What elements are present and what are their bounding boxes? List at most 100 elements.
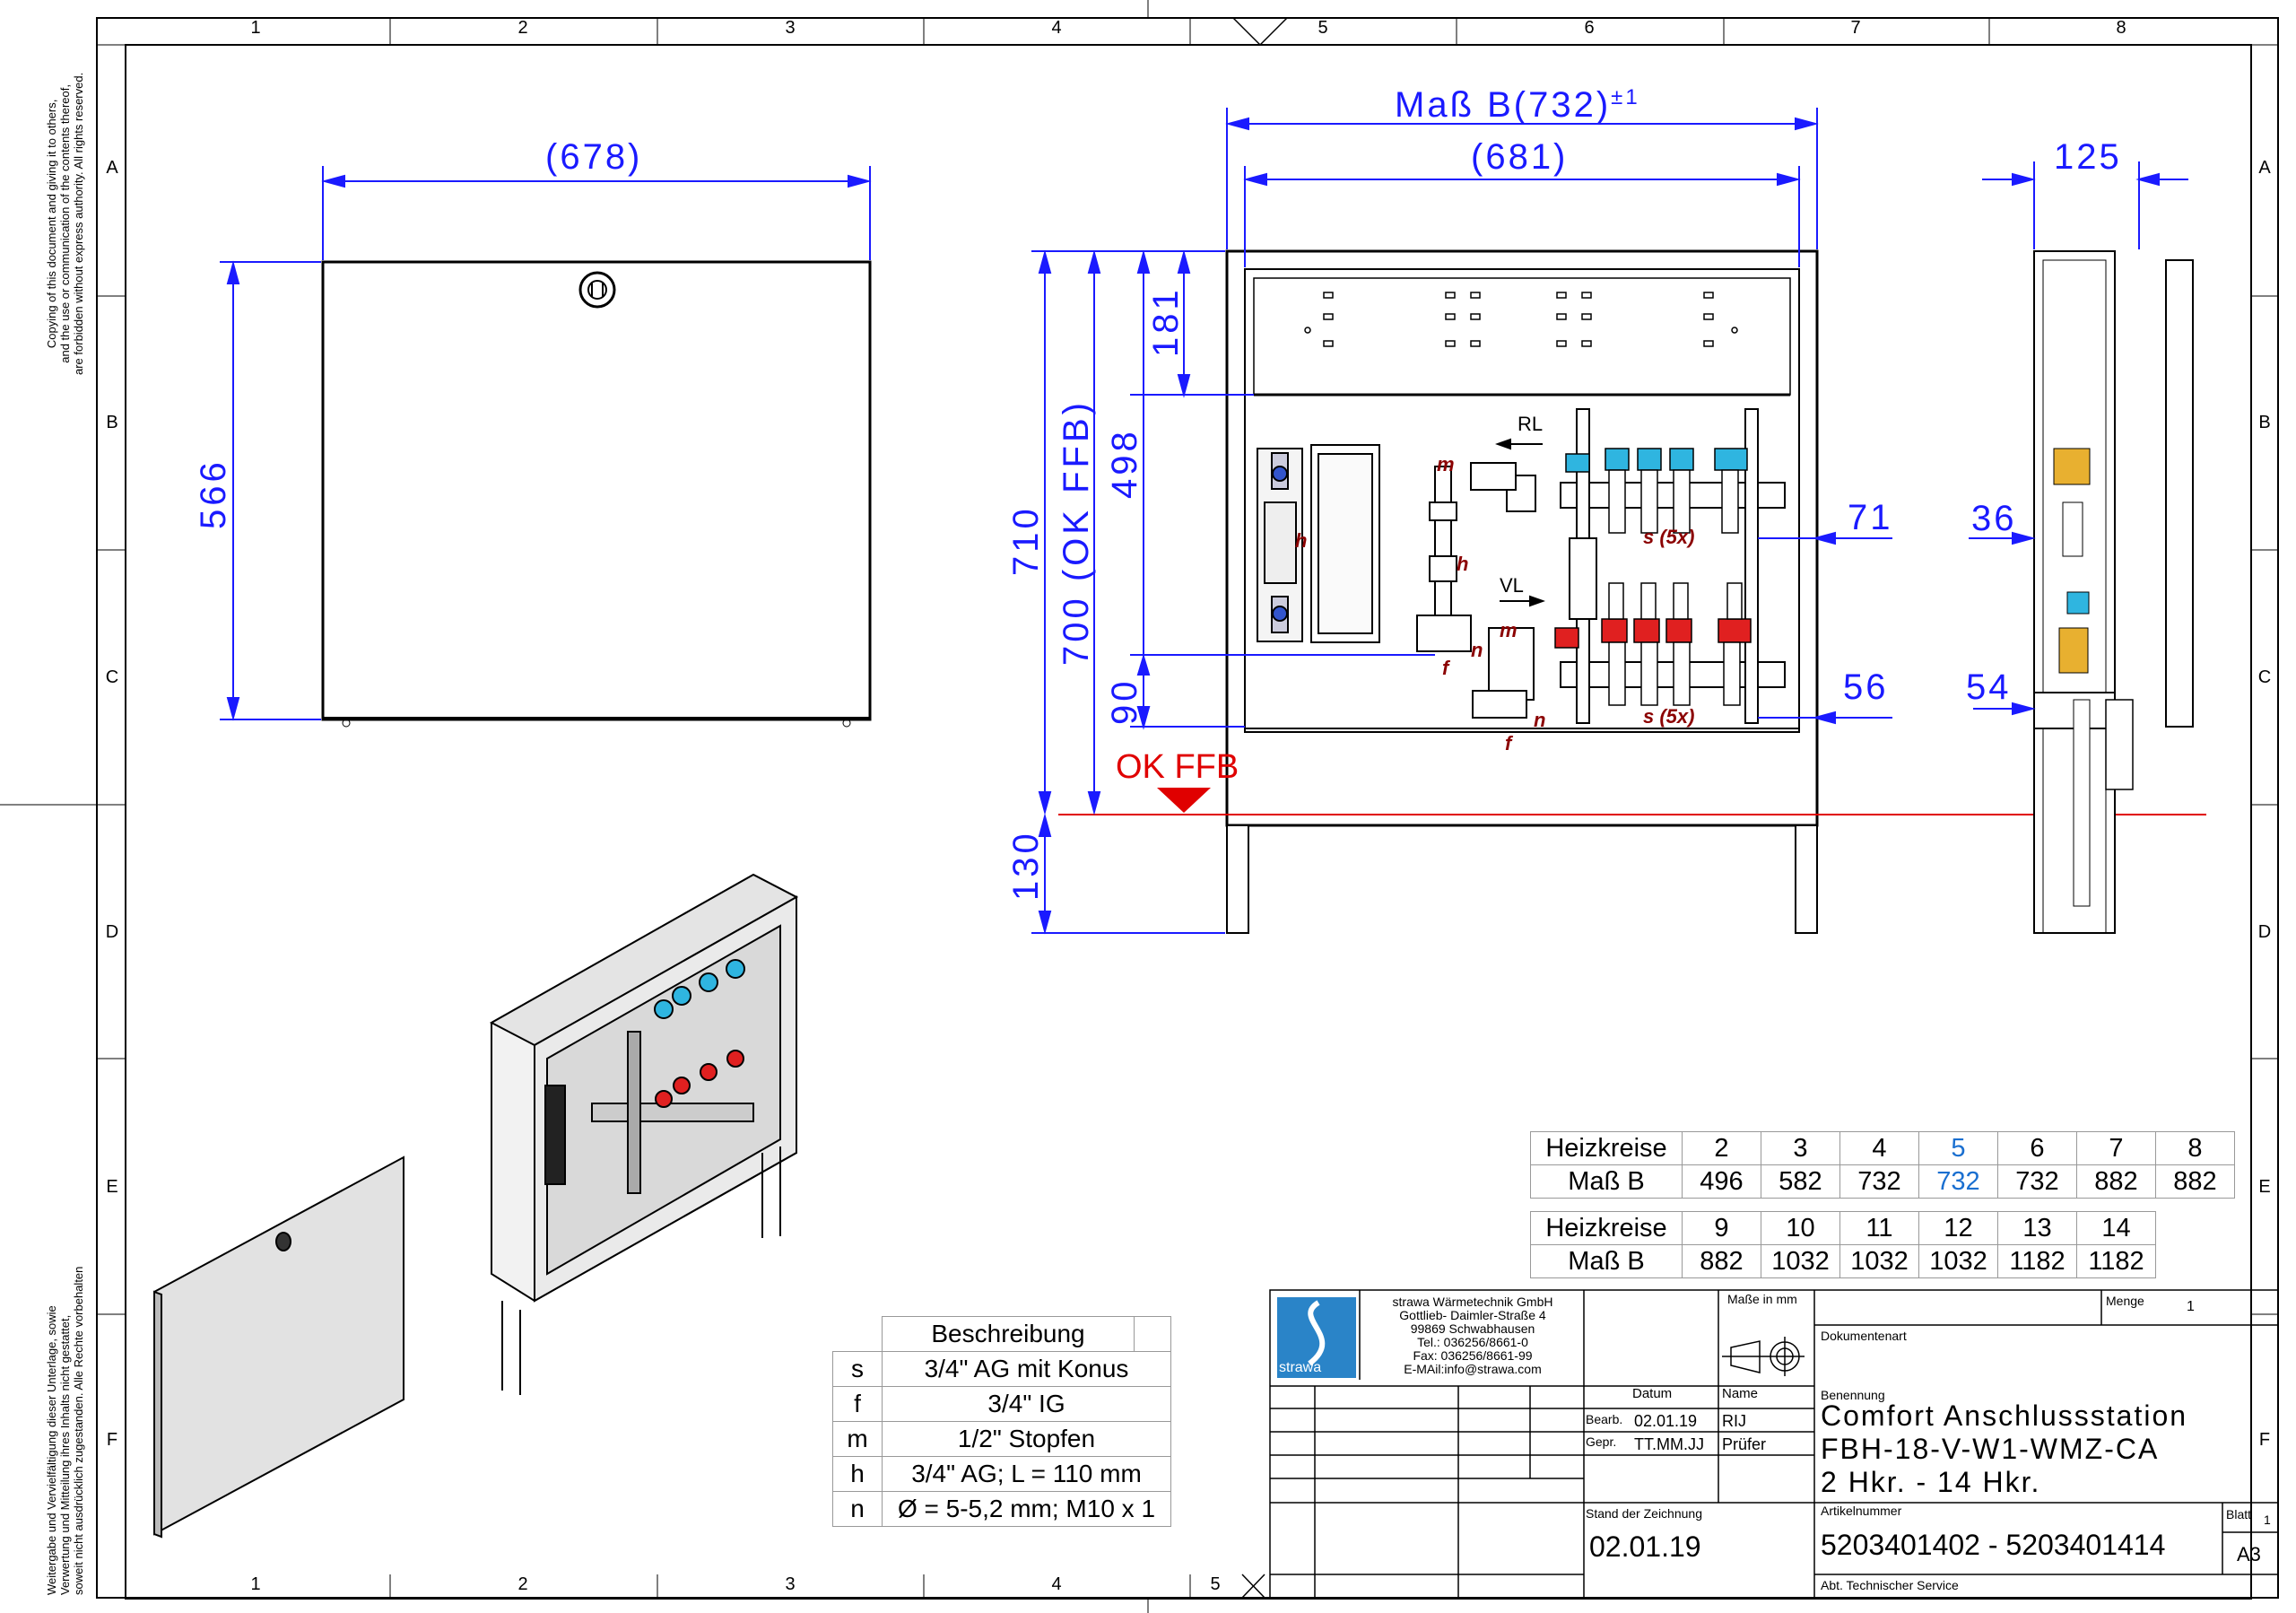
company-address: strawa Wärmetechnik GmbH Gottlieb- Daiml… xyxy=(1392,1295,1553,1376)
table-cell: 14 xyxy=(2076,1211,2156,1245)
grid-col-bottom-4: 4 xyxy=(1051,1574,1062,1594)
grid-row-c: C xyxy=(105,667,119,687)
table-cell: h xyxy=(832,1456,883,1492)
table-cell: 882 xyxy=(2076,1164,2156,1199)
dokumentenart: Dokumentenart xyxy=(1821,1329,1907,1343)
n-label-top: n xyxy=(1471,639,1483,661)
table-header-heizkreise: Heizkreise xyxy=(1530,1211,1683,1245)
grid-row-f: F xyxy=(106,1430,118,1450)
supply-valves xyxy=(1554,582,1752,706)
m-label-bottom: m xyxy=(1500,619,1518,641)
title-block-lines xyxy=(1269,1289,2279,1599)
grid-col-1: 1 xyxy=(250,18,261,38)
datum-label: Datum xyxy=(1632,1386,1673,1401)
artikel-value: 5203401402 - 5203401414 xyxy=(1821,1529,2166,1561)
n-label-bottom: n xyxy=(1534,709,1546,731)
table-cell: 732 xyxy=(1997,1164,2077,1199)
rights-note: Weitergabe und Vervielfältigung dieser U… xyxy=(45,1266,85,1595)
f-label-bottom: f xyxy=(1505,732,1512,754)
strawa-logo xyxy=(1277,1297,1356,1378)
menge-value: 1 xyxy=(2187,1299,2195,1314)
dim-total-height: 710 xyxy=(1006,505,1046,576)
dim-side-depth: 125 xyxy=(2054,137,2122,177)
table-cell: 11 xyxy=(1839,1211,1919,1245)
f-label-top: f xyxy=(1442,657,1449,679)
heizkreise-table-2: Heizkreise 9 10 11 12 13 14 Maß B 882 10… xyxy=(1530,1211,2156,1278)
grid-col-3: 3 xyxy=(785,18,796,38)
grid-row-e-right: E xyxy=(2258,1177,2271,1197)
grid-row-b-right: B xyxy=(2258,413,2271,432)
table-cell: 882 xyxy=(2155,1164,2235,1199)
blatt-label: Blatt xyxy=(2226,1507,2252,1521)
heizkreise-table-1: Heizkreise 2 3 4 5 6 7 8 Maß B 496 582 7… xyxy=(1530,1131,2235,1199)
table-cell: 1032 xyxy=(1918,1244,1998,1278)
table-cell: 732 xyxy=(1839,1164,1919,1199)
grid-row-e: E xyxy=(106,1177,118,1197)
grid-col-bottom-5: 5 xyxy=(1210,1574,1221,1594)
dim-ok-ffb-height: 700 (OK FFB) xyxy=(1057,399,1096,666)
h-label-left: h xyxy=(1295,529,1308,552)
table-cell-highlight: 732 xyxy=(1918,1164,1998,1199)
s5x-top-label: s (5x) xyxy=(1643,526,1695,548)
bearb-name: RIJ xyxy=(1722,1412,1746,1430)
dim-71: 71 xyxy=(1848,498,1893,537)
table-header-mass-b: Maß B xyxy=(1530,1244,1683,1278)
m-label-top: m xyxy=(1437,453,1455,475)
grid-row-d: D xyxy=(105,922,119,942)
table-cell: 3/4" AG mit Konus xyxy=(882,1351,1171,1387)
table-cell: 1032 xyxy=(1761,1244,1840,1278)
dim-side-54: 54 xyxy=(1966,667,2012,707)
table-cell: 496 xyxy=(1682,1164,1761,1199)
table-cell-highlight: 5 xyxy=(1918,1131,1998,1165)
logo-text: strawa xyxy=(1279,1360,1322,1375)
table-cell: 3/4" AG; L = 110 mm xyxy=(882,1456,1171,1492)
masse-in-mm: Maße in mm xyxy=(1727,1292,1797,1306)
dim-front-width: (678) xyxy=(545,137,643,177)
table-cell: 3 xyxy=(1761,1131,1840,1165)
dim-498: 498 xyxy=(1105,428,1144,499)
table-cell: 1032 xyxy=(1839,1244,1919,1278)
artikel-label: Artikelnummer xyxy=(1821,1504,1902,1518)
drawing-title: Comfort Anschlussstation FBH-18-V-W1-WMZ… xyxy=(1821,1399,2188,1498)
stand-label: Stand der Zeichnung xyxy=(1586,1506,1702,1521)
grid-col-bottom-2: 2 xyxy=(517,1574,528,1594)
table-cell: n xyxy=(832,1491,883,1527)
dim-side-36: 36 xyxy=(1971,499,2017,538)
dim-56: 56 xyxy=(1843,667,1889,707)
ok-ffb-label: OK FFB xyxy=(1116,748,1239,786)
table-header-mass-b: Maß B xyxy=(1530,1164,1683,1199)
table-cell: Ø = 5-5,2 mm; M10 x 1 xyxy=(882,1491,1171,1527)
table-cell: 12 xyxy=(1918,1211,1998,1245)
projection-symbol-icon xyxy=(1722,1337,1805,1376)
table-cell: 6 xyxy=(1997,1131,2077,1165)
table-cell: 9 xyxy=(1682,1211,1761,1245)
grid-col-4: 4 xyxy=(1051,18,1062,38)
table-cell: 882 xyxy=(1682,1244,1761,1278)
table-cell: 8 xyxy=(2155,1131,2235,1165)
table-header-heizkreise: Heizkreise xyxy=(1530,1131,1683,1165)
grid-col-5: 5 xyxy=(1318,18,1328,38)
menge-label: Menge xyxy=(2106,1294,2144,1308)
grid-col-2: 2 xyxy=(517,18,528,38)
dim-130: 130 xyxy=(1006,830,1046,901)
table-cell: 10 xyxy=(1761,1211,1840,1245)
table-cell: 2 xyxy=(1682,1131,1761,1165)
copyright-note: Copying of this document and giving it t… xyxy=(45,72,85,375)
grid-row-a: A xyxy=(106,158,118,178)
abteilung: Abt. Technischer Service xyxy=(1821,1578,1959,1592)
vl-label: VL xyxy=(1500,574,1524,597)
return-valves xyxy=(1565,448,1748,534)
grid-col-bottom-3: 3 xyxy=(785,1574,796,1594)
beschreibung-table: Beschreibung s 3/4" AG mit Konus f 3/4" … xyxy=(832,1316,1171,1527)
name-label: Name xyxy=(1722,1386,1759,1401)
grid-row-a-right: A xyxy=(2258,158,2271,178)
bearb-datum: 02.01.19 xyxy=(1634,1412,1698,1430)
open-station-view xyxy=(1031,108,2206,935)
bearb-label: Bearb. xyxy=(1586,1412,1623,1426)
grid-col-6: 6 xyxy=(1584,18,1595,38)
grid-row-f-right: F xyxy=(2258,1430,2271,1450)
grid-row-c-right: C xyxy=(2257,667,2272,687)
table-cell: 4 xyxy=(1839,1131,1919,1165)
dim-inner-width: (681) xyxy=(1471,137,1569,177)
gepr-label: Gepr. xyxy=(1586,1434,1617,1449)
